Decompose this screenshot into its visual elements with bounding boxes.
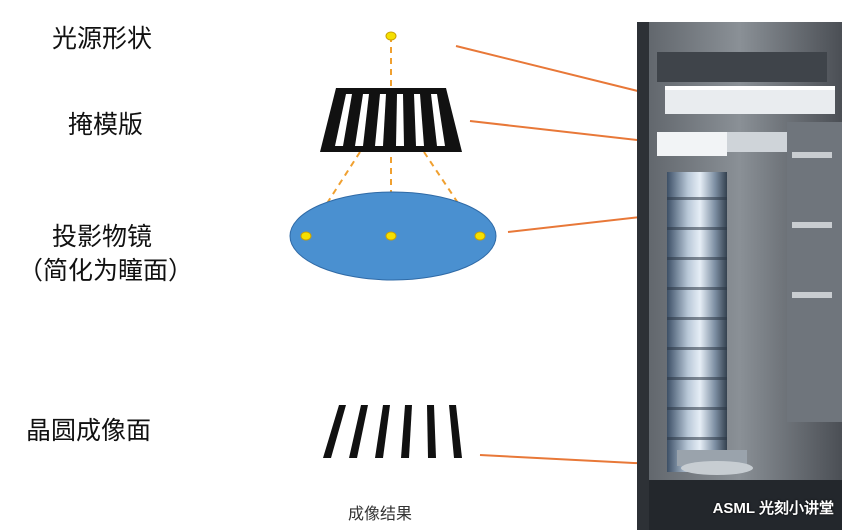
imaging-result-caption: 成像结果 bbox=[348, 504, 413, 523]
label-light-source: 光源形状 bbox=[52, 24, 153, 53]
machine-illustration bbox=[637, 22, 842, 530]
light-source-dot bbox=[385, 31, 397, 41]
machine-photo: ASML 光刻小讲堂 bbox=[637, 22, 842, 530]
label-projection-lens: 投影物镜 bbox=[52, 222, 153, 251]
arrow-light-source bbox=[455, 45, 667, 100]
label-wafer-image-plane: 晶圆成像面 bbox=[26, 416, 152, 445]
ray-left bbox=[305, 151, 361, 237]
imaging-result-stripes bbox=[323, 405, 462, 458]
ray-right bbox=[423, 151, 481, 237]
label-projection-lens-note: （简化为瞳面） bbox=[18, 256, 194, 285]
mask-icon bbox=[320, 88, 462, 152]
pupil-dot-right bbox=[474, 231, 486, 241]
pupil-dot-center bbox=[385, 231, 397, 241]
watermark-text: ASML 光刻小讲堂 bbox=[712, 500, 834, 517]
pupil-dots bbox=[300, 231, 486, 241]
label-mask: 掩模版 bbox=[68, 110, 144, 139]
pupil-dot-left bbox=[300, 231, 312, 241]
